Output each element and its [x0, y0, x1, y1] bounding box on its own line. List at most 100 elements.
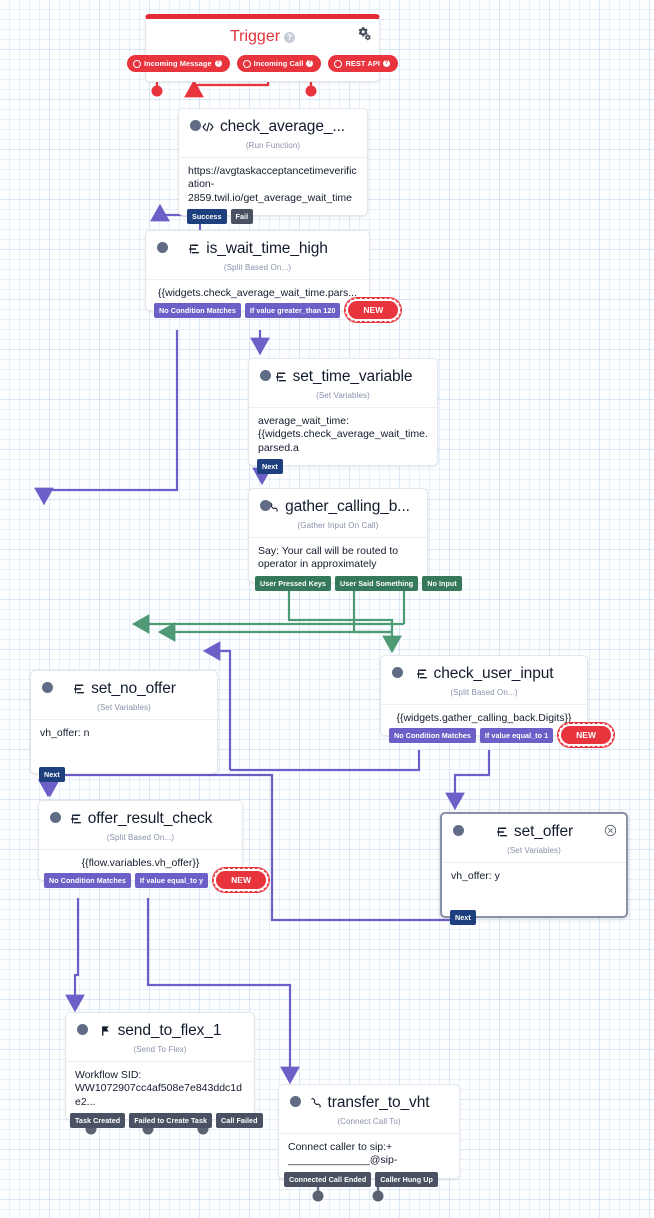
- widget-outputs: User Pressed Keys User Said Something No…: [255, 575, 462, 591]
- widget-title-row: check_user_input: [415, 665, 554, 683]
- widget-header: transfer_to_vht: [279, 1085, 459, 1114]
- widget-outputs: Next: [450, 909, 618, 925]
- question-mark-icon[interactable]: ?: [383, 60, 391, 67]
- output-pill-task-created[interactable]: Task Created: [70, 1113, 126, 1129]
- widget-subtitle: (Gather Input On Call): [297, 521, 379, 530]
- code-brackets-icon: [201, 120, 215, 134]
- output-pill-success[interactable]: Success: [187, 209, 227, 225]
- add-condition-new-button[interactable]: NEW: [345, 298, 402, 323]
- widget-body-text: average_wait_time: {{widgets.check_avera…: [249, 407, 437, 465]
- widget-subtitle: (Split Based On...): [223, 263, 292, 272]
- widget-handle-dot[interactable]: [157, 242, 168, 253]
- output-pill-no-condition-matches[interactable]: No Condition Matches: [44, 872, 131, 888]
- output-pill-failed-to-create-task[interactable]: Failed to Create Task: [129, 1113, 213, 1129]
- widget-title: check_average_...: [220, 118, 345, 135]
- widget-body-text: Say: Your call will be routed to operato…: [249, 537, 427, 582]
- widget-offer-result-check[interactable]: offer_result_check (Split Based On...) {…: [38, 800, 269, 893]
- output-pill-next[interactable]: Next: [257, 459, 283, 475]
- widget-outputs: Success Fail: [187, 209, 359, 225]
- trigger-pill-incoming-message[interactable]: Incoming Message ?: [126, 55, 230, 72]
- widget-subtitle: (Split Based On...): [450, 688, 518, 697]
- split-icon: [69, 812, 83, 826]
- widget-set-no-offer[interactable]: set_no_offer (Set Variables) vh_offer: n…: [30, 670, 218, 782]
- widget-handle-dot[interactable]: [260, 370, 271, 381]
- widget-outputs: Connected Call Ended Caller Hung Up: [284, 1171, 454, 1187]
- widget-check-user-input[interactable]: check_user_input (Split Based On...) {{w…: [380, 655, 614, 748]
- widget-header: is_wait_time_high: [146, 231, 369, 260]
- output-pill-call-failed[interactable]: Call Failed: [216, 1113, 263, 1129]
- trigger-widget[interactable]: Trigger ? Incoming Message ? Incoming Ca…: [126, 14, 399, 82]
- add-condition-new-button[interactable]: NEW: [558, 723, 614, 748]
- add-condition-new-button[interactable]: NEW: [213, 868, 269, 893]
- output-pill-no-input[interactable]: No Input: [422, 575, 462, 591]
- circle-outline-icon: [334, 59, 343, 68]
- output-pill-greater-than-120[interactable]: If value greater_than 120: [244, 302, 341, 318]
- widget-title: gather_calling_b...: [285, 498, 410, 515]
- output-pill-user-pressed-keys[interactable]: User Pressed Keys: [255, 575, 331, 591]
- widget-body-text: Workflow SID: WW1072907cc4af508e7e843ddc…: [66, 1061, 254, 1119]
- question-mark-icon[interactable]: ?: [306, 60, 314, 67]
- widget-handle-dot[interactable]: [50, 812, 61, 823]
- widget-header: set_time_variable: [249, 359, 437, 388]
- output-pill-equal-to-1[interactable]: If value equal_to 1: [479, 727, 554, 743]
- split-icon: [274, 370, 288, 384]
- phone-icon: [309, 1096, 323, 1110]
- widget-check-average-wait-time[interactable]: check_average_... (Run Function) https:/…: [178, 108, 368, 225]
- trigger-pill-rest-api[interactable]: REST API ?: [328, 55, 399, 72]
- widget-subtitle: (Set Variables): [507, 846, 561, 855]
- widget-is-wait-time-high[interactable]: is_wait_time_high (Split Based On...) {{…: [145, 230, 402, 323]
- widget-body-text: vh_offer: y: [442, 862, 626, 916]
- widget-send-to-flex-1[interactable]: send_to_flex_1 (Send To Flex) Workflow S…: [65, 1012, 263, 1129]
- trigger-pill-incoming-call[interactable]: Incoming Call ?: [236, 55, 322, 72]
- split-icon: [415, 667, 429, 681]
- question-mark-icon[interactable]: ?: [214, 60, 222, 67]
- widget-handle-dot[interactable]: [42, 682, 53, 693]
- widget-outputs: No Condition Matches If value equal_to 1…: [389, 723, 614, 748]
- output-pill-equal-to-y[interactable]: If value equal_to y: [134, 872, 209, 888]
- output-pill-caller-hung-up[interactable]: Caller Hung Up: [375, 1171, 438, 1187]
- output-pill-fail[interactable]: Fail: [230, 209, 254, 225]
- output-pill-user-said-something[interactable]: User Said Something: [334, 575, 419, 591]
- widget-set-offer[interactable]: set_offer (Set Variables) vh_offer: y Ne…: [440, 812, 628, 925]
- output-pill-next[interactable]: Next: [39, 766, 65, 782]
- output-pill-connected-call-ended[interactable]: Connected Call Ended: [284, 1171, 372, 1187]
- gear-icon[interactable]: [356, 26, 371, 41]
- widget-handle-dot[interactable]: [77, 1024, 88, 1035]
- split-icon: [72, 682, 86, 696]
- widget-title-row: offer_result_check: [69, 810, 213, 828]
- phone-icon: [266, 500, 280, 514]
- widget-handle-dot[interactable]: [190, 120, 201, 131]
- widget-title-row: set_no_offer: [72, 680, 176, 698]
- widget-body-text: Connect caller to sip:+ ______________@s…: [279, 1133, 459, 1178]
- widget-handle-dot[interactable]: [290, 1096, 301, 1107]
- widget-set-time-variable[interactable]: set_time_variable (Set Variables) averag…: [248, 358, 438, 475]
- widget-title: set_time_variable: [292, 368, 413, 385]
- widget-body-text: vh_offer: n: [31, 719, 217, 773]
- flex-flag-icon: [99, 1024, 113, 1038]
- question-mark-icon[interactable]: ?: [284, 31, 296, 43]
- close-circle-icon[interactable]: [604, 824, 617, 837]
- trigger-title-row: Trigger ?: [146, 19, 379, 46]
- widget-header: send_to_flex_1: [66, 1013, 254, 1042]
- split-icon: [187, 242, 201, 256]
- output-pill-no-condition-matches[interactable]: No Condition Matches: [389, 727, 476, 743]
- widget-title: send_to_flex_1: [117, 1022, 222, 1039]
- widget-handle-dot[interactable]: [260, 500, 271, 511]
- widget-gather-calling-back[interactable]: gather_calling_b... (Gather Input On Cal…: [248, 488, 462, 591]
- widget-title-row: gather_calling_b...: [266, 498, 410, 516]
- widget-title-row: transfer_to_vht: [309, 1094, 430, 1112]
- widget-title: set_no_offer: [91, 680, 176, 697]
- widget-subtitle: (Set Variables): [97, 703, 151, 712]
- widget-transfer-to-vht[interactable]: transfer_to_vht (Connect Call To) Connec…: [278, 1084, 460, 1187]
- widget-title: set_offer: [513, 823, 574, 840]
- widget-outputs: No Condition Matches If value greater_th…: [154, 298, 402, 323]
- widget-title: offer_result_check: [87, 810, 213, 827]
- widget-title: transfer_to_vht: [327, 1094, 430, 1111]
- widget-handle-dot[interactable]: [392, 667, 403, 678]
- output-pill-next[interactable]: Next: [450, 909, 476, 925]
- widget-header: gather_calling_b...: [249, 489, 427, 518]
- widget-title-row: send_to_flex_1: [99, 1022, 222, 1040]
- output-pill-no-condition-matches[interactable]: No Condition Matches: [154, 302, 241, 318]
- widget-handle-dot[interactable]: [453, 825, 464, 836]
